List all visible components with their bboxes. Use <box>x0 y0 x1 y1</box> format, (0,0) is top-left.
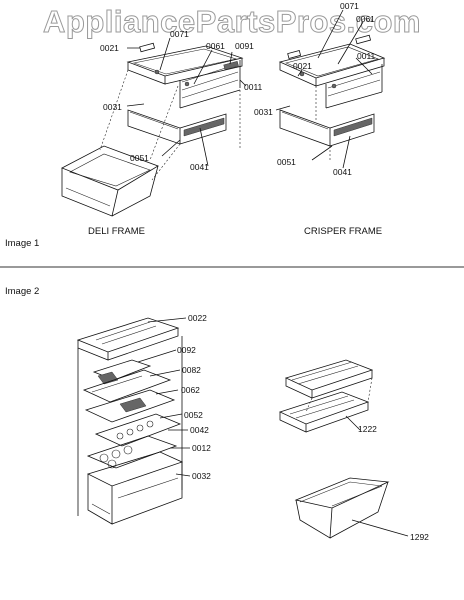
callout-label: 0062 <box>181 385 200 395</box>
callout-label: 0022 <box>188 313 207 323</box>
callout-label: 0051 <box>277 157 296 167</box>
deli-frame-assembly <box>61 37 247 217</box>
callout-label: 0042 <box>190 425 209 435</box>
callout-label: 0021 <box>100 43 119 53</box>
callout-label: 0051 <box>130 153 149 163</box>
crisper-pan-assembly <box>294 477 409 539</box>
callout-label: 0041 <box>333 167 352 177</box>
callout-label: 0011 <box>244 82 263 92</box>
callout-label: 0031 <box>254 107 273 117</box>
callout-label: 0071 <box>170 29 189 39</box>
crisper-frame-caption: CRISPER FRAME <box>304 226 382 237</box>
callout-label: 0032 <box>192 471 211 481</box>
callout-label: 1292 <box>410 532 429 542</box>
callout-label: 1222 <box>358 424 377 434</box>
deli-labels: 0021 0071 0061 0091 0011 0031 0041 0051 … <box>88 29 263 237</box>
callout-label: 0071 <box>340 1 359 11</box>
callout-label: 0021 <box>293 61 312 71</box>
image2-title: Image 2 <box>5 286 39 297</box>
callout-label: 0011 <box>357 51 376 61</box>
callout-label: 0061 <box>356 14 375 24</box>
callout-label: 0082 <box>182 365 201 375</box>
crisper-labels: 0071 0061 0021 0011 0031 0041 0051 CRISP… <box>254 1 382 237</box>
ice-tray-assembly <box>278 359 374 433</box>
door-shelf-labels: 0022 0092 0082 0062 0052 0042 0012 0032 <box>177 313 211 481</box>
image1-title: Image 1 <box>5 238 39 249</box>
callout-label: 0012 <box>192 443 211 453</box>
callout-label: 0092 <box>177 345 196 355</box>
crisper-frame-assembly <box>275 9 386 169</box>
callout-label: 0091 <box>235 41 254 51</box>
door-shelf-assembly <box>76 317 191 525</box>
callout-label: 0031 <box>103 102 122 112</box>
deli-frame-caption: DELI FRAME <box>88 226 145 237</box>
callout-label: 0041 <box>190 162 209 172</box>
watermark-logo: AppliancePartsPros.com <box>43 4 421 40</box>
callout-label: 0061 <box>206 41 225 51</box>
callout-label: 0052 <box>184 410 203 420</box>
